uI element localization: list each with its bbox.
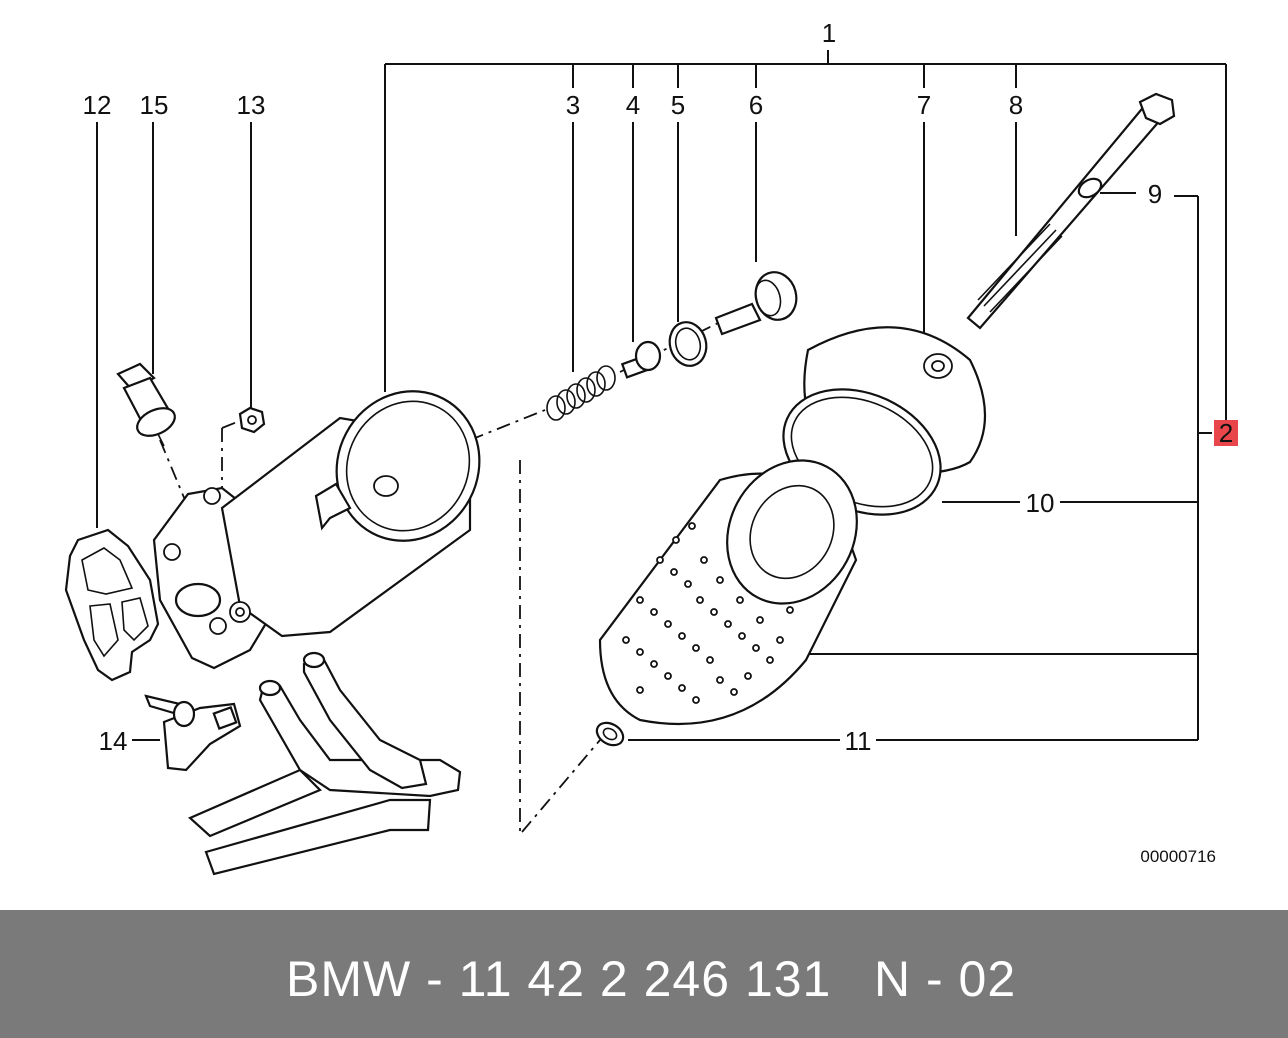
sensor-part-15 [116, 362, 176, 447]
o-ring-part-5 [668, 321, 708, 367]
callout-3: 3 [566, 90, 580, 120]
callout-6: 6 [749, 90, 763, 120]
spring-part-3 [546, 365, 616, 421]
valve-part-4 [620, 340, 662, 379]
nut-part-13 [238, 406, 266, 434]
callout-2: 2 [1219, 418, 1233, 448]
drawing-number: 00000716 [1140, 847, 1216, 866]
exploded-parts-diagram: 1 2 3 4 5 6 7 8 9 10 11 12 13 14 15 0000… [64, 18, 1238, 876]
callout-13: 13 [237, 90, 266, 120]
bolt-part-8 [966, 92, 1176, 330]
callout-10: 10 [1026, 488, 1055, 518]
plug-part-6 [714, 271, 798, 336]
callout-4: 4 [626, 90, 640, 120]
callout-5: 5 [671, 90, 685, 120]
callout-15: 15 [140, 90, 169, 120]
washer-part-9 [1077, 177, 1103, 199]
callout-14: 14 [99, 726, 128, 756]
gasket-part-12 [64, 528, 160, 682]
callout-labels: 1 2 3 4 5 6 7 8 9 10 11 12 13 14 15 0000… [83, 18, 1238, 866]
callout-7: 7 [917, 90, 931, 120]
callout-11: 11 [845, 726, 872, 756]
callout-8: 8 [1009, 90, 1023, 120]
callout-1: 1 [822, 18, 836, 48]
leader-lines [96, 50, 1227, 741]
filter-element [598, 459, 858, 726]
part-number-text: BMW - 11 42 2 246 131 [286, 951, 832, 1007]
callout-12: 12 [83, 90, 112, 120]
page-reference-text: N - 02 [874, 951, 1017, 1007]
filter-perforations [622, 522, 794, 704]
filter-housing [152, 390, 481, 670]
oil-hoses [187, 651, 462, 876]
callout-2-highlight [1214, 420, 1238, 446]
small-o-ring-part-11 [595, 721, 625, 747]
bracket-part-14 [144, 694, 242, 772]
callout-9: 9 [1148, 179, 1162, 209]
part-number-footer [0, 910, 1288, 1038]
